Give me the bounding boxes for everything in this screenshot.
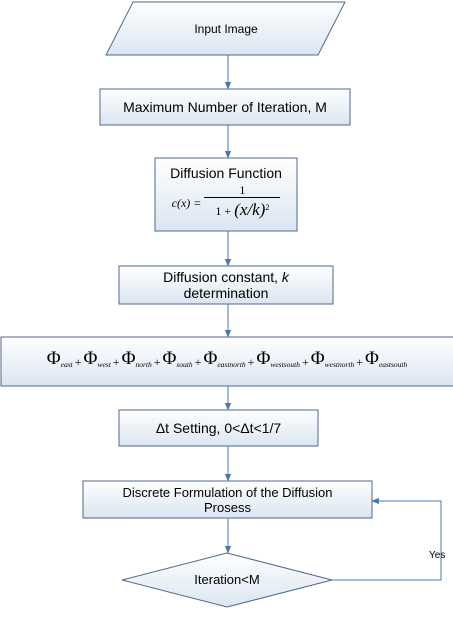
- diffusion-constant-content: Diffusion constant, k determination: [119, 266, 333, 304]
- input-image-label: Input Image: [194, 21, 258, 36]
- formula-numerator: 1: [239, 183, 246, 197]
- flux-term-eastnorth: Φeastnorth: [203, 347, 246, 373]
- plus-operator: +: [153, 354, 161, 369]
- flux-term-west: Φwest: [83, 347, 111, 373]
- phi-subscript: north: [135, 359, 152, 369]
- diffusion-constant-prefix: Diffusion constant,: [163, 269, 282, 285]
- denominator-prefix: 1 +: [215, 204, 235, 218]
- diffusion-function-formula: c(x) = 1 1 + (x/k)2: [172, 184, 281, 221]
- flux-term-westsouth: Φwestsouth: [256, 347, 300, 373]
- decision-diamond: [121, 552, 333, 608]
- phi-symbol: Φ: [162, 347, 177, 369]
- phi-symbol: Φ: [256, 347, 271, 369]
- phi-subscript: east: [60, 359, 73, 369]
- diffusion-function-title: Diffusion Function: [170, 165, 282, 181]
- plus-operator: +: [301, 354, 309, 369]
- flux-sum-content: Φeast+Φwest+Φnorth+Φsouth+Φeastnorth+Φwe…: [1, 337, 453, 386]
- max-iteration-label: Maximum Number of Iteration, M: [123, 99, 327, 115]
- loop-yes-arrow: [332, 497, 442, 581]
- plus-operator: +: [74, 354, 82, 369]
- diffusion-function-content: Diffusion Function c(x) = 1 1 + (x/k)2: [155, 158, 297, 231]
- formula-lhs: c(x) =: [171, 195, 202, 210]
- discrete-formulation-box: [82, 480, 373, 519]
- yes-label: Yes: [429, 550, 445, 561]
- phi-symbol: Φ: [310, 347, 325, 369]
- phi-subscript: eastnorth: [217, 359, 246, 369]
- denominator-exponent: 2: [265, 203, 270, 212]
- formula-fraction: 1 1 + (x/k)2: [204, 183, 281, 221]
- diffusion-constant-line2: determination: [183, 285, 269, 301]
- dt-setting-label: Δt Setting, 0<Δt<1/7: [155, 420, 282, 436]
- plus-operator: +: [112, 354, 120, 369]
- phi-symbol: Φ: [83, 347, 98, 369]
- decision-label: Iteration<M: [194, 572, 260, 587]
- flux-term-eastsouth: Φeastsouth: [364, 347, 408, 373]
- denominator-term: (x/k): [234, 200, 266, 219]
- dt-setting-box: [118, 409, 319, 447]
- phi-subscript: westsouth: [270, 359, 300, 369]
- flux-term-westnorth: Φwestnorth: [310, 347, 355, 373]
- max-iteration-box: [99, 88, 351, 126]
- formula-denominator: 1 + (x/k)2: [215, 198, 269, 221]
- plus-operator: +: [356, 354, 363, 369]
- fraction-bar: [204, 197, 281, 198]
- diffusion-function-box: [154, 157, 298, 232]
- flux-term-north: Φnorth: [121, 347, 152, 373]
- plus-operator: +: [247, 354, 255, 369]
- phi-subscript: eastsouth: [378, 359, 408, 369]
- phi-symbol: Φ: [364, 347, 379, 369]
- diffusion-constant-box: [118, 265, 334, 305]
- flux-term-east: Φeast: [46, 347, 73, 373]
- plus-operator: +: [194, 354, 202, 369]
- phi-symbol: Φ: [121, 347, 136, 369]
- phi-subscript: west: [97, 359, 111, 369]
- discrete-formulation-label: Discrete Formulation of the Diffusion Pr…: [122, 484, 333, 515]
- phi-subscript: south: [176, 359, 193, 369]
- diffusion-constant-line1: Diffusion constant, k: [163, 269, 289, 285]
- phi-subscript: westnorth: [324, 359, 355, 369]
- flux-term-south: Φsouth: [162, 347, 193, 373]
- phi-symbol: Φ: [203, 347, 218, 369]
- diffusion-constant-var: k: [281, 269, 289, 285]
- input-parallelogram: [105, 1, 346, 56]
- phi-symbol: Φ: [46, 347, 61, 369]
- flux-sum-box: [0, 336, 453, 387]
